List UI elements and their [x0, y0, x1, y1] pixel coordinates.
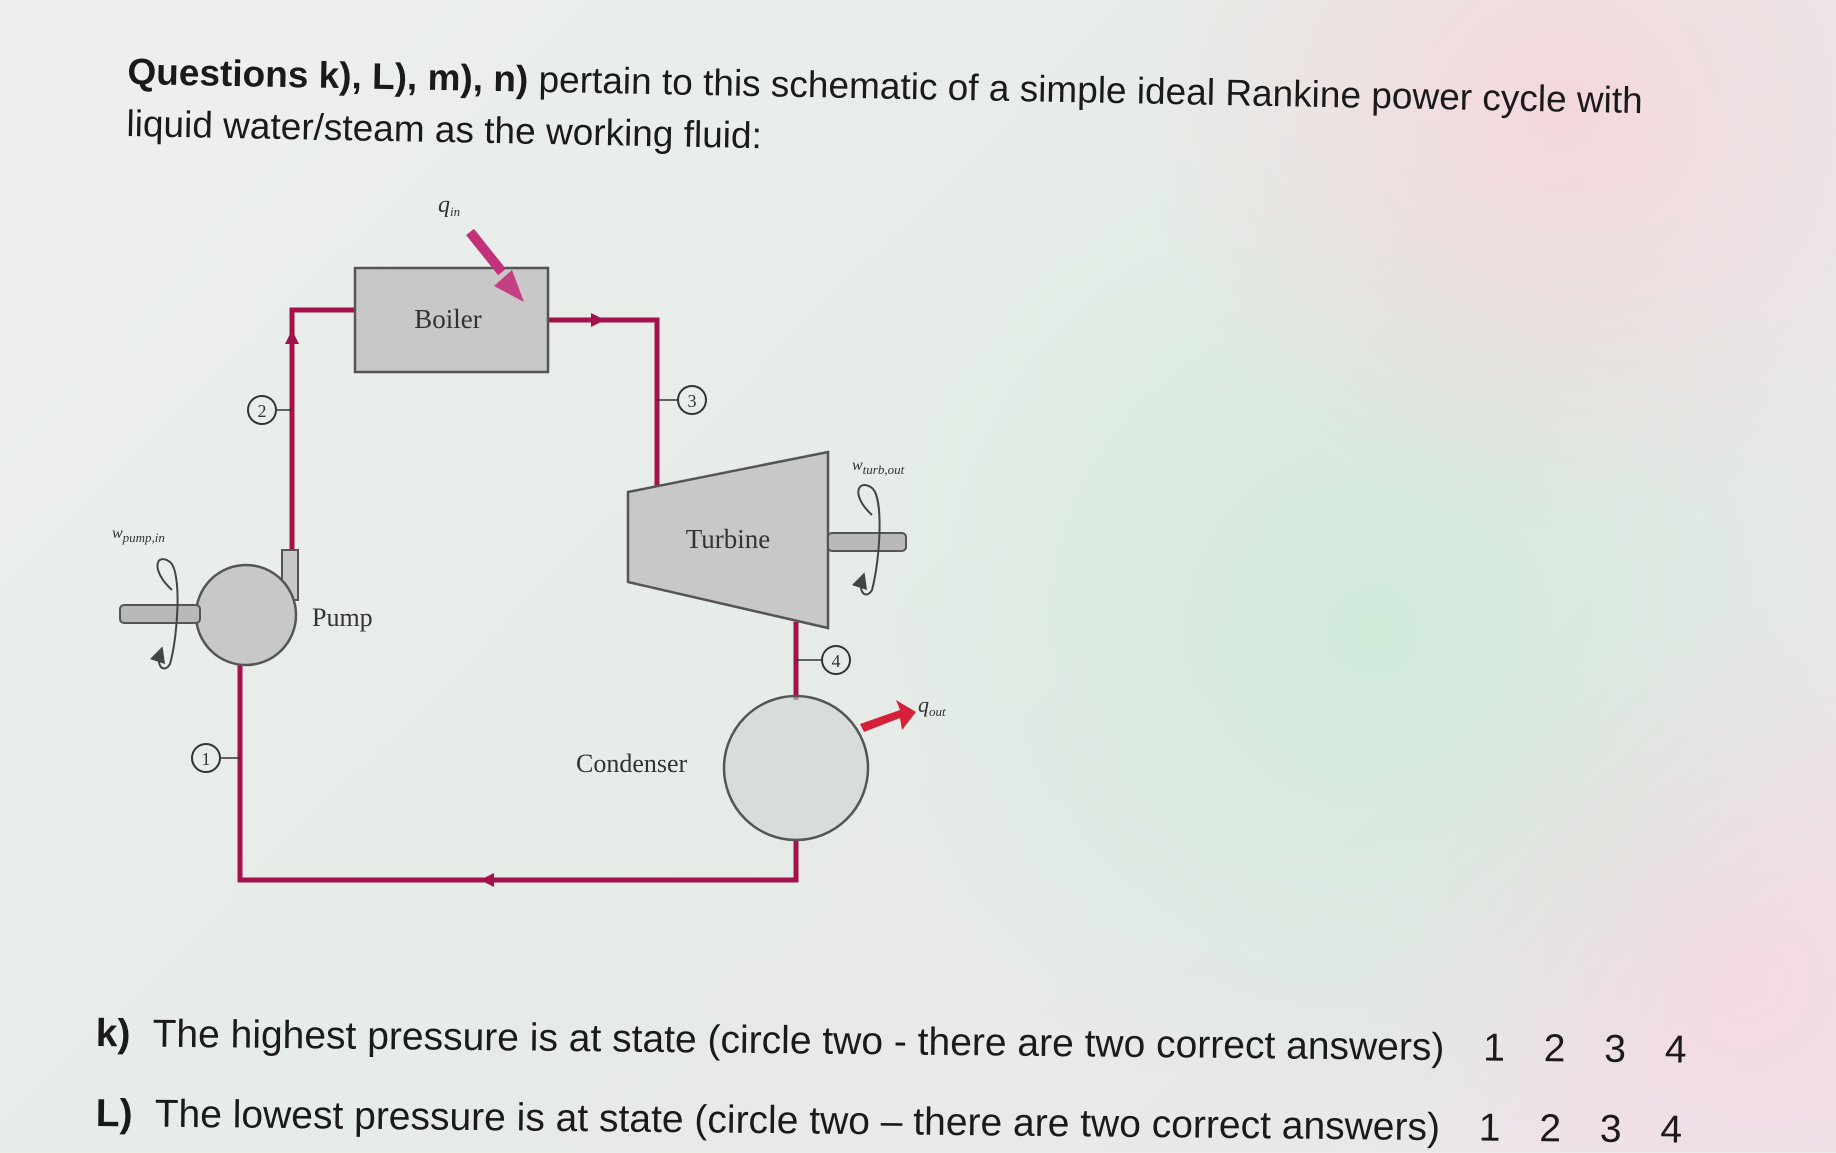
question-k-label: k): [95, 1012, 131, 1056]
state-marker-4: 4: [796, 645, 851, 675]
condenser-label: Condenser: [576, 749, 688, 778]
pipe-pump-to-boiler: [289, 307, 355, 555]
condenser-body: [722, 694, 870, 842]
question-l-label: L): [95, 1092, 133, 1136]
question-l-option-4[interactable]: 4: [1660, 1108, 1683, 1152]
question-k-option-3[interactable]: 3: [1604, 1027, 1627, 1072]
turbine-label: Turbine: [686, 524, 771, 554]
pump-label: Pump: [312, 603, 373, 632]
w-turb-label: wturb,out: [852, 457, 905, 477]
question-k-option-4[interactable]: 4: [1664, 1028, 1687, 1072]
q-out-label: qout: [918, 692, 946, 719]
pipe-condenser-to-pump: [237, 660, 799, 883]
question-k-option-2[interactable]: 2: [1543, 1027, 1566, 1071]
turbine-body: [626, 450, 830, 630]
svg-text:2: 2: [258, 401, 267, 421]
question-l-option-2[interactable]: 2: [1539, 1107, 1562, 1151]
question-l-option-1[interactable]: 1: [1478, 1106, 1501, 1150]
turbine-work-arrow: [851, 484, 881, 596]
q-in-label: qin: [438, 192, 460, 219]
pipe-boiler-to-turbine: [548, 317, 660, 490]
w-pump-label: wpump,in: [112, 525, 165, 545]
pump-shaft: [119, 604, 201, 624]
svg-text:1: 1: [202, 749, 211, 769]
state-marker-3: 3: [657, 385, 707, 415]
pump-work-arrow: [149, 558, 179, 670]
svg-text:4: 4: [832, 651, 841, 671]
question-k-option-1[interactable]: 1: [1482, 1026, 1506, 1070]
pump-body: [194, 563, 298, 667]
question-l-option-3[interactable]: 3: [1599, 1107, 1622, 1151]
state-marker-1: 1: [191, 743, 240, 773]
piping: [237, 307, 799, 883]
state-marker-2: 2: [247, 395, 292, 425]
q-in-arrow: [468, 235, 524, 302]
svg-text:3: 3: [688, 391, 697, 411]
q-out-arrow: [860, 700, 916, 732]
flow-arrows: [285, 313, 605, 887]
turbine-shaft: [827, 532, 907, 552]
boiler-label: Boiler: [414, 304, 482, 334]
